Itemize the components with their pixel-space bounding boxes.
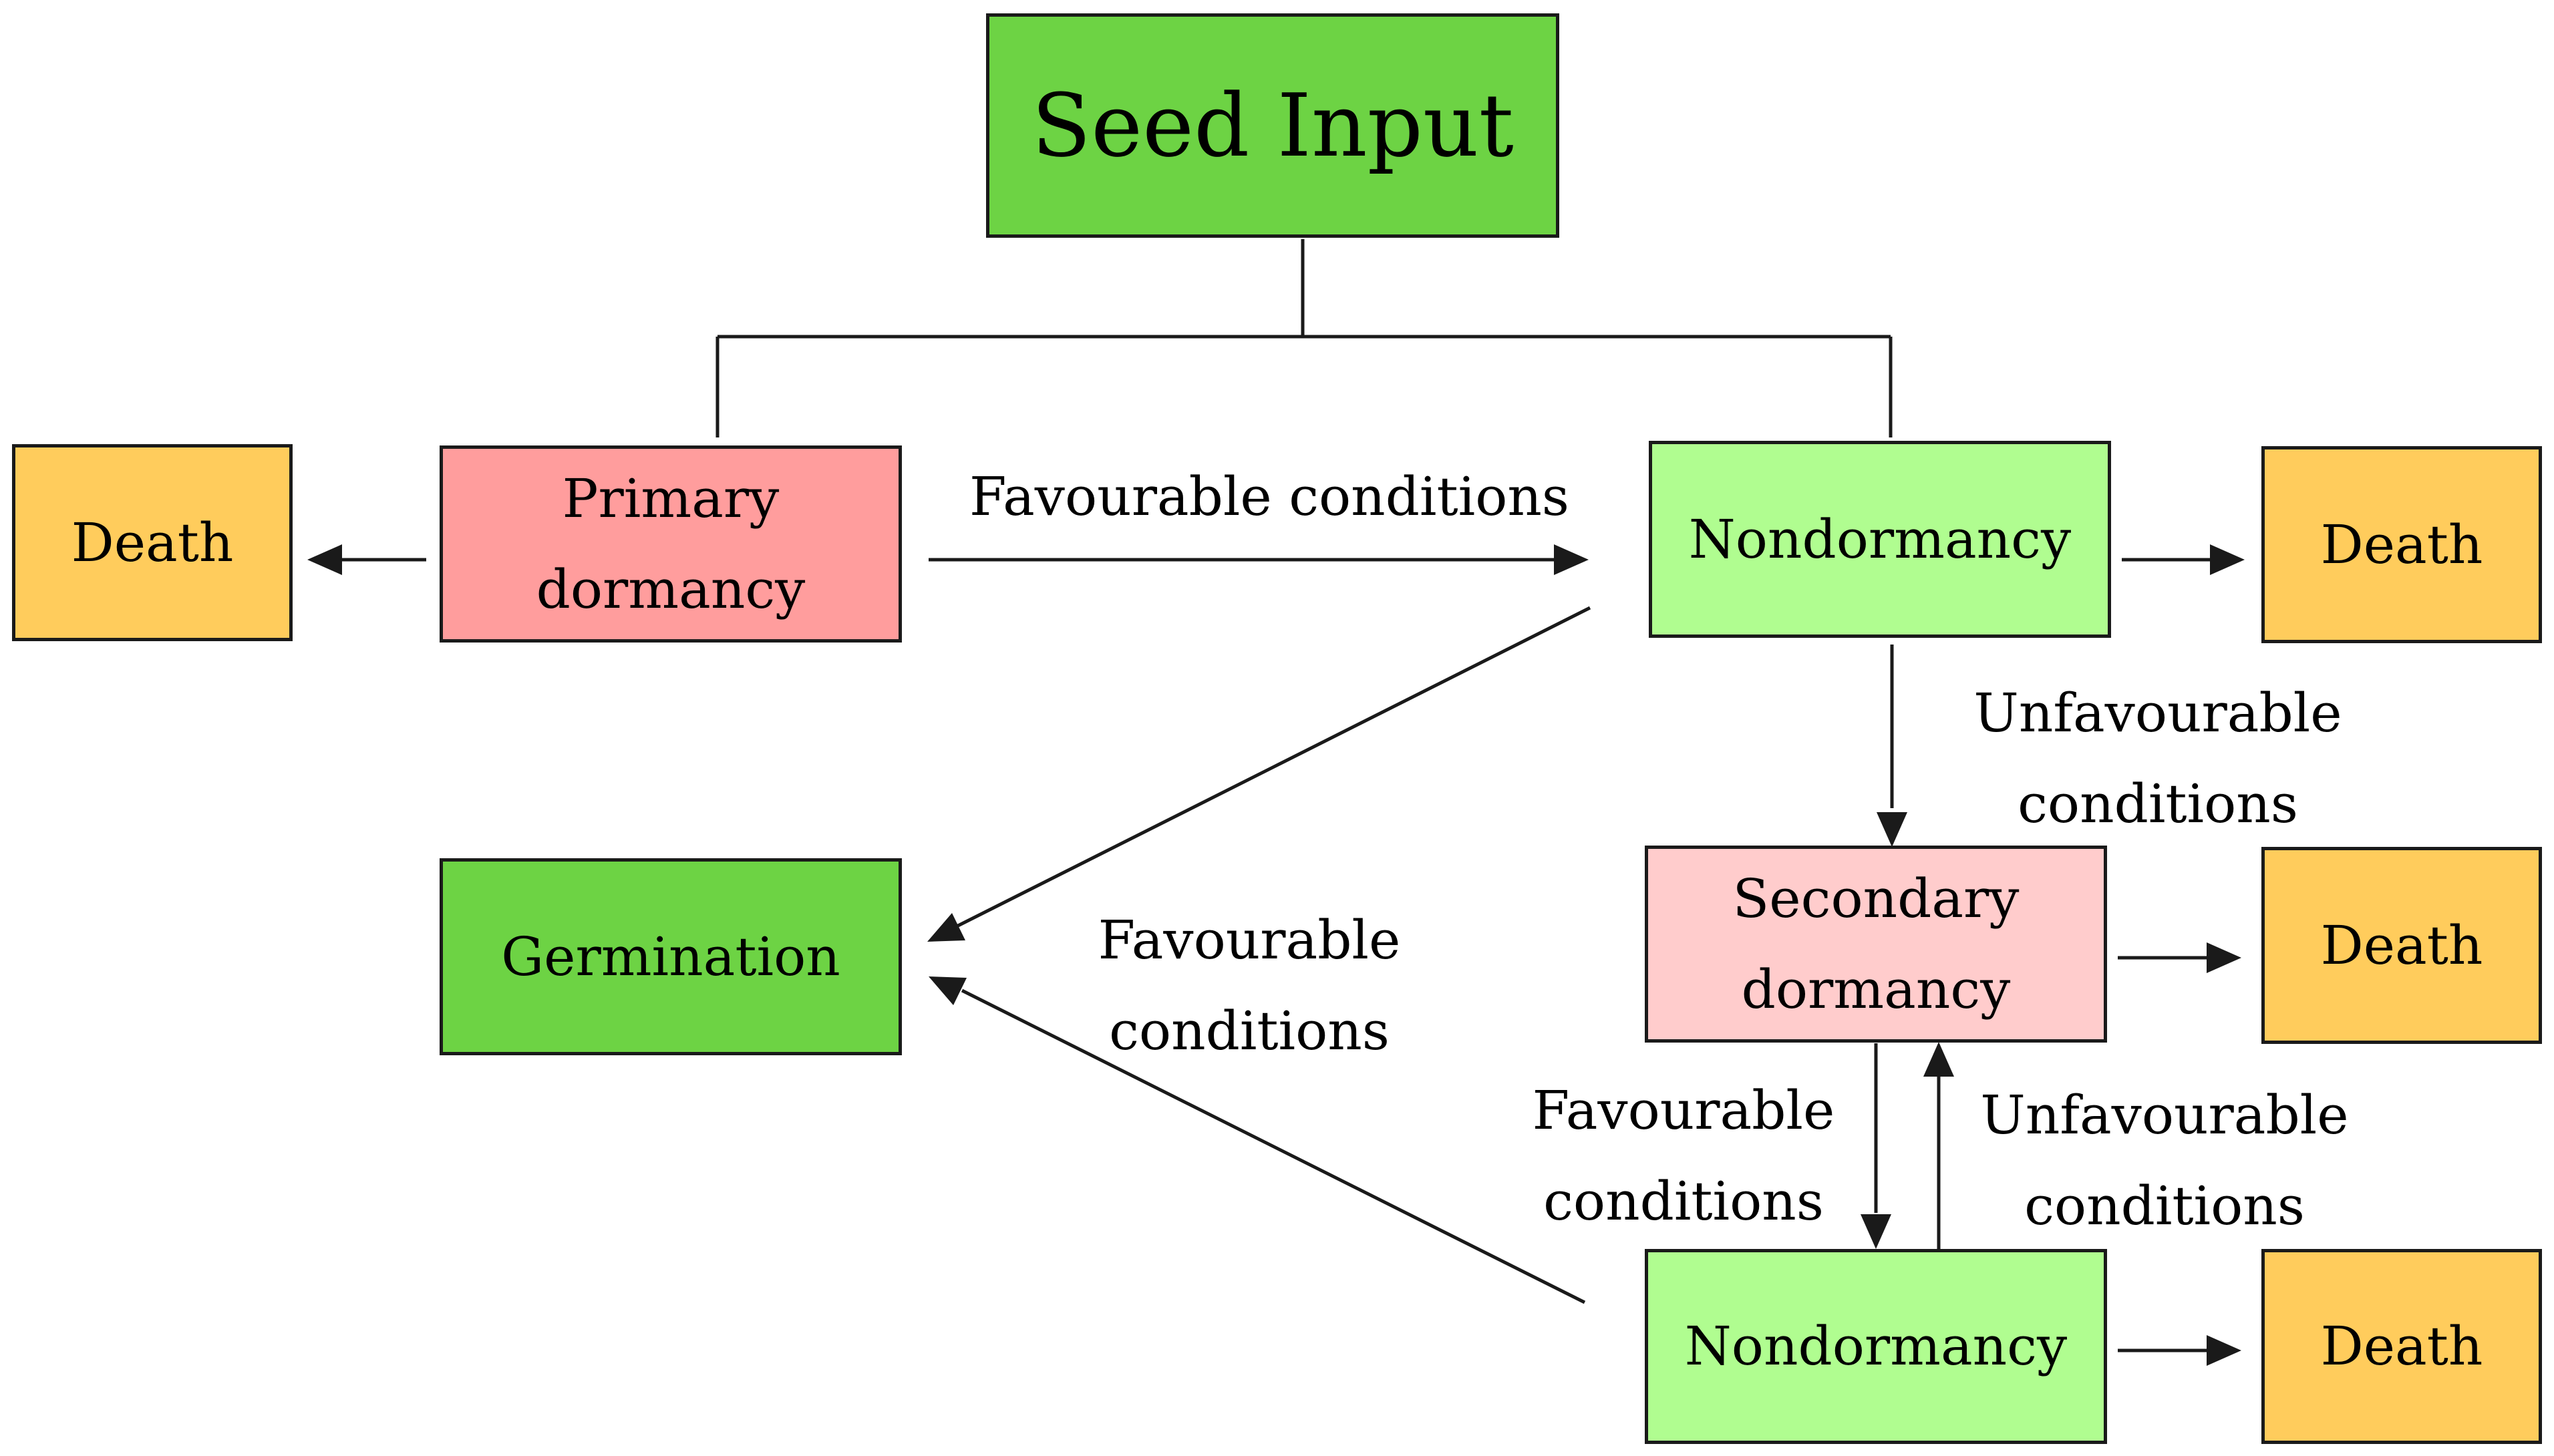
edge-label-primary-to-nondormancy-text: Favourable conditions <box>969 466 1569 528</box>
primary-dormancy-label-line1: Primary <box>562 467 780 530</box>
arrowhead-germination-upper <box>927 913 965 942</box>
arrowhead-nondormancy-bottom <box>1861 1214 1891 1249</box>
arrowhead-germination-lower <box>929 976 967 1005</box>
nondormancy-bottom-to-germination-line <box>961 988 1586 1304</box>
primary-dormancy-node: Primary dormancy <box>440 445 902 643</box>
death-bottom-right-label: Death <box>2320 1315 2483 1377</box>
edge-label-nondormancy-to-secondary-bottom: Unfavourable conditions <box>1964 1070 2365 1252</box>
nondormancy-top-node: Nondormancy <box>1649 441 2111 638</box>
secondary-dormancy-label-line1: Secondary <box>1732 867 2020 930</box>
edge-label-secondary-to-nondormancy-line1: Favourable <box>1532 1079 1835 1141</box>
secondary-dormancy-label-line2: dormancy <box>1741 958 2011 1021</box>
primary-dormancy-label-line2: dormancy <box>536 558 806 620</box>
death-top-right-node: Death <box>2261 446 2542 643</box>
arrowhead-secondary-up <box>1923 1042 1954 1077</box>
arrowhead-death-left <box>307 544 342 575</box>
arrowhead-death-mid-right <box>2207 942 2241 973</box>
arrowhead-secondary <box>1877 812 1907 847</box>
edge-label-nondormancy-to-secondary-bottom-line1: Unfavourable <box>1980 1084 2349 1146</box>
death-left-label: Death <box>71 511 234 574</box>
germination-label: Germination <box>501 925 840 988</box>
nondormancy-bottom-label: Nondormancy <box>1684 1315 2068 1377</box>
death-left-node: Death <box>12 444 293 641</box>
edge-label-primary-to-nondormancy: Favourable conditions <box>949 451 1590 542</box>
edge-label-nondormancy-to-secondary-bottom-line2: conditions <box>2024 1175 2305 1237</box>
arrowhead-death-top-right <box>2210 544 2245 575</box>
secondary-dormancy-node: Secondary dormancy <box>1645 846 2107 1043</box>
death-mid-right-label: Death <box>2320 914 2483 976</box>
arrowhead-nondormancy-top <box>1554 544 1589 575</box>
edge-label-secondary-to-nondormancy-line2: conditions <box>1543 1170 1824 1232</box>
edge-label-nondormancy-to-secondary: Unfavourable conditions <box>1957 668 2358 850</box>
nondormancy-bottom-node: Nondormancy <box>1645 1249 2107 1444</box>
edge-label-to-germination-line2: conditions <box>1109 1000 1390 1062</box>
seed-input-node: Seed Input <box>986 13 1559 238</box>
arrowhead-death-bottom-right <box>2207 1335 2241 1366</box>
edge-label-nondormancy-to-secondary-line2: conditions <box>2018 773 2298 835</box>
edge-label-nondormancy-to-secondary-line1: Unfavourable <box>1973 682 2342 744</box>
germination-node: Germination <box>440 858 902 1055</box>
edge-label-to-germination-line1: Favourable <box>1098 909 1401 971</box>
death-top-right-label: Death <box>2320 513 2483 576</box>
death-mid-right-node: Death <box>2261 847 2542 1044</box>
nondormancy-top-label: Nondormancy <box>1688 508 2072 570</box>
death-bottom-right-node: Death <box>2261 1249 2542 1444</box>
edge-label-secondary-to-nondormancy: Favourable conditions <box>1496 1065 1871 1247</box>
edge-label-to-germination: Favourable conditions <box>1056 895 1443 1077</box>
nondormancy-to-germination-line <box>954 606 1591 929</box>
seed-input-label: Seed Input <box>1031 75 1514 176</box>
